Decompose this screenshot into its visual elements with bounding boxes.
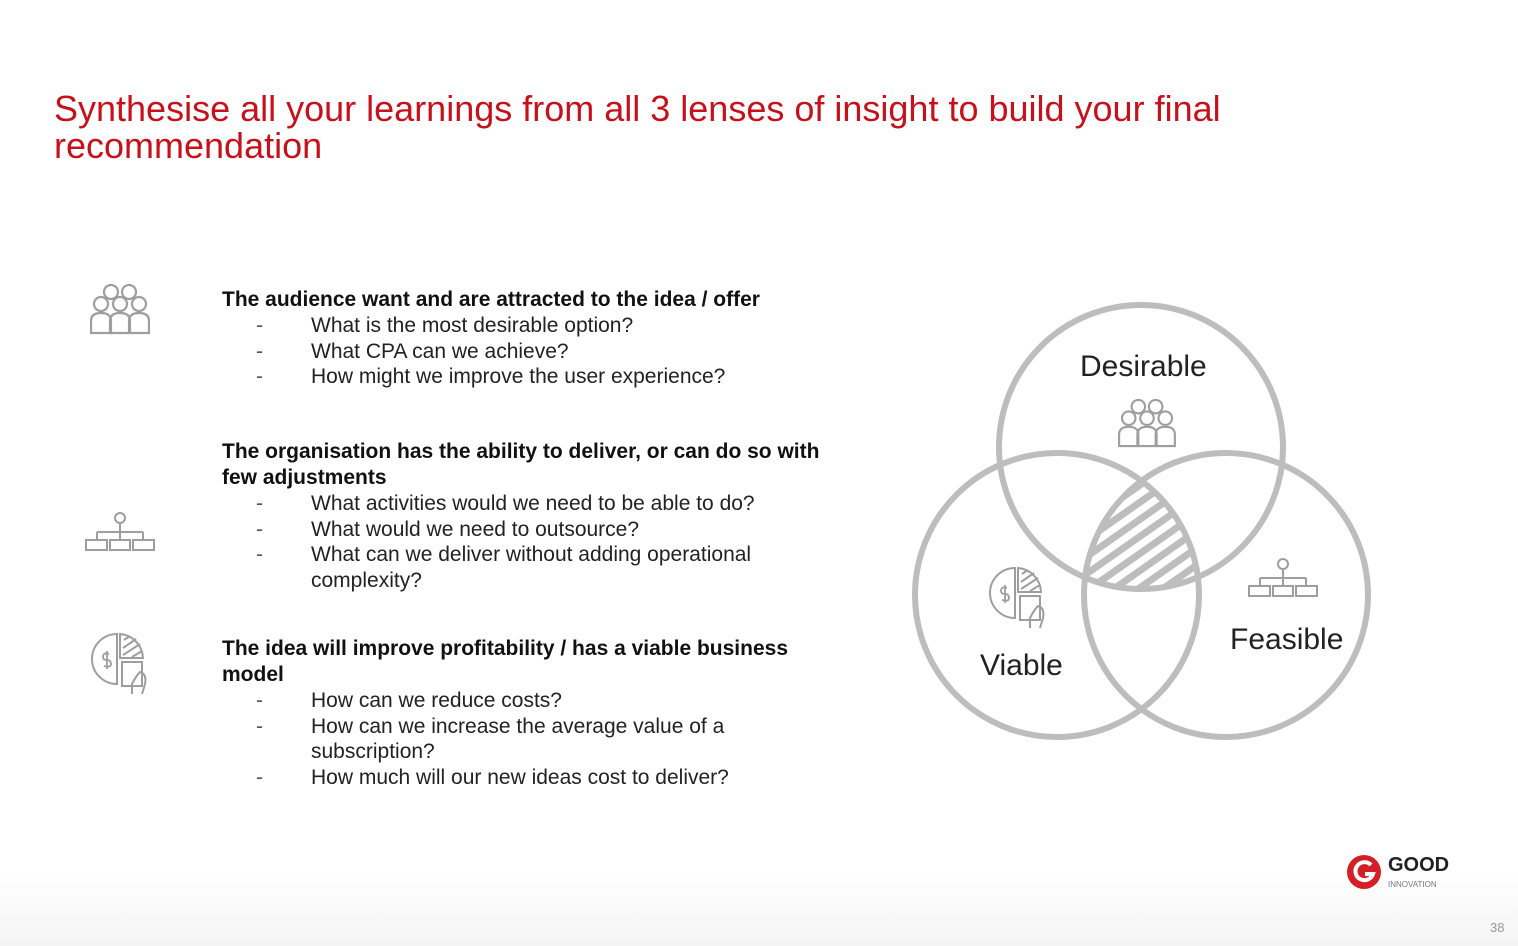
people-group-icon [1118, 398, 1176, 448]
people-group-icon [90, 283, 150, 335]
section-viable: The idea will improve profitability / ha… [222, 636, 812, 790]
bullet: - [256, 339, 263, 363]
bullet: - [256, 517, 263, 541]
pie-chart-money-icon [988, 566, 1048, 630]
list-item: - What would we need to outsource? [222, 517, 842, 543]
venn-circle-desirable [996, 302, 1286, 592]
bullet: - [256, 543, 263, 566]
logo-sub: INNOVATION [1388, 880, 1437, 889]
item-text: What is the most desirable option? [311, 314, 634, 337]
venn-circle-feasible [1081, 450, 1371, 740]
venn-overlap-hatch [1084, 453, 1199, 589]
bullet: - [256, 314, 263, 337]
venn-label-feasible: Feasible [1230, 623, 1344, 656]
item-text: How can we reduce costs? [311, 689, 562, 712]
list-item: - What CPA can we achieve? [222, 339, 842, 365]
org-chart-icon [85, 512, 155, 554]
list-item: - What can we deliver without adding oper… [222, 542, 791, 593]
section-heading: The audience want and are attracted to t… [222, 288, 760, 311]
item-text: How can we increase the average value of… [311, 714, 725, 764]
good-innovation-logo: GOOD INNOVATION [1346, 852, 1458, 899]
bullet: - [256, 492, 263, 515]
venn-circle-viable [912, 450, 1202, 740]
page-number: 38 [1490, 920, 1505, 935]
item-text: How might we improve the user experience… [311, 365, 726, 388]
bullet: - [256, 714, 263, 738]
section-heading: The idea will improve profitability / ha… [222, 637, 788, 686]
org-chart-icon [1248, 558, 1318, 600]
section-feasible: The organisation has the ability to deli… [222, 439, 842, 593]
list-item: - How can we increase the average value o… [222, 714, 761, 765]
venn-label-desirable: Desirable [1080, 350, 1207, 383]
item-text: What can we deliver without adding opera… [311, 543, 752, 592]
list-item: - What activities would we need to be abl… [222, 491, 842, 517]
list-item: - How might we improve the user experienc… [222, 364, 842, 390]
item-text: What would we need to outsource? [311, 517, 640, 541]
section-desirable: The audience want and are attracted to t… [222, 287, 842, 390]
list-item: - How much will our new ideas cost to del… [222, 765, 812, 791]
list-item: - What is the most desirable option? [222, 313, 842, 339]
logo-name: GOOD [1388, 854, 1449, 876]
venn-label-viable: Viable [980, 649, 1063, 682]
bullet: - [256, 365, 263, 388]
venn-diagram: Desirable Viable Feasible [900, 290, 1380, 750]
item-text: What activities would we need to be able… [311, 492, 755, 515]
bullet: - [256, 765, 263, 789]
item-text: How much will our new ideas cost to deli… [311, 765, 729, 789]
list-item: - How can we reduce costs? [222, 688, 812, 714]
section-heading: The organisation has the ability to deli… [222, 440, 820, 489]
pie-chart-money-icon [90, 632, 150, 696]
bullet: - [256, 689, 263, 712]
page-title: Synthesise all your learnings from all 3… [54, 88, 1221, 166]
item-text: What CPA can we achieve? [311, 339, 569, 363]
